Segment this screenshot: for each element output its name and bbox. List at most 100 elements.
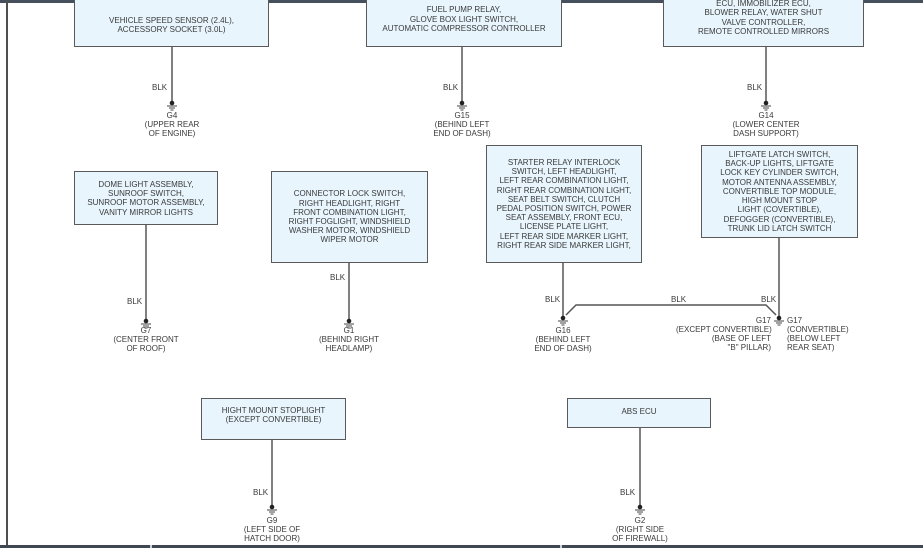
component-text-line: CONVERTIBLE TOP MODULE,	[722, 186, 837, 196]
ground-text-line: OF ENGINE)	[148, 129, 196, 138]
wire-g16-g17-jumper	[565, 304, 777, 316]
ground-text-line: G16	[555, 326, 571, 335]
ground-symbol-icon	[635, 504, 645, 515]
ground-text-line: G1	[343, 326, 355, 335]
ground-text-line: DASH SUPPORT)	[733, 129, 799, 138]
ground-text-line: (EXCEPT CONVERTIBLE)	[676, 325, 772, 334]
ground-text-line: (BELOW LEFT	[787, 334, 841, 343]
component-text-line: RIGHT REAR SIDE MARKER LIGHT,	[497, 240, 631, 250]
wire-color-label: BLK	[545, 295, 561, 304]
ground-symbol-icon	[774, 315, 784, 326]
component-text-line: SWITCH, LEFT HEADLIGHT,	[511, 167, 617, 177]
component-text-line: MOTOR ANTENNA ASSEMBLY,	[722, 177, 837, 187]
ground-text-line: G17	[755, 316, 771, 325]
component-text-line: RIGHT HEADLIGHT, RIGHT	[298, 198, 401, 208]
component-box: CONNECTOR LOCK SWITCH,RIGHT HEADLIGHT, R…	[271, 171, 428, 263]
wire-color-label: BLK	[127, 297, 143, 306]
component-text-line: WASHER MOTOR, WINDSHIELD	[288, 226, 411, 236]
component-text-line: ABS ECU	[621, 407, 657, 416]
component-text-line: FUEL PUMP RELAY,	[426, 5, 502, 15]
component-text-line: LICENSE PLATE LIGHT,	[519, 222, 609, 232]
component-text-line: AUTOMATIC COMPRESSOR CONTROLLER	[382, 23, 546, 33]
component-text-line: HIGH MOUNT STOP	[741, 196, 818, 206]
ground-text-line: (BEHIND LEFT	[535, 335, 591, 344]
component-text-line: SUNROOF MOTOR ASSEMBLY,	[87, 198, 205, 208]
wire-color-label: BLK	[761, 295, 777, 304]
component-text-line: BACK-UP LIGHTS, LIFTGATE	[725, 159, 834, 169]
component-box: FUEL PUMP RELAY,GLOVE BOX LIGHT SWITCH,A…	[366, 0, 562, 47]
component-text-line: DEFOGGER (CONVERTIBLE),	[723, 214, 836, 224]
component-text-line: WIPER MOTOR	[320, 235, 379, 245]
component-text-line: FRONT COMBINATION LIGHT,	[293, 207, 406, 217]
left-frame-line	[6, 0, 8, 548]
ground-text-line: (RIGHT SIDE	[615, 525, 665, 534]
ground-text-line: G15	[454, 111, 470, 120]
component-text-line: SEAT ASSEMBLY, FRONT ECU,	[505, 213, 623, 223]
ground-symbol-icon	[558, 315, 568, 326]
frame-divider	[150, 545, 152, 548]
ground-text-line: OF FIREWALL)	[612, 534, 668, 543]
frame-divider	[560, 545, 562, 548]
wire-color-label: BLK	[671, 295, 687, 304]
wire-color-label: BLK	[747, 83, 763, 92]
ground-text-line: (UPPER REAR	[144, 120, 200, 129]
component-box: ECU, IMMOBILIZER ECU,BLOWER RELAY, WATER…	[663, 0, 864, 47]
ground-symbol-icon	[141, 318, 151, 329]
component-text-line: LIFTGATE LATCH SWITCH,	[728, 150, 831, 160]
ground-text-line: G2	[634, 516, 646, 525]
ground-text-line: G9	[266, 516, 278, 525]
component-text-line: VANITY MIRROR LIGHTS	[99, 207, 193, 217]
component-text-line: VALVE CONTROLLER,	[721, 17, 806, 27]
wire-color-label: BLK	[253, 488, 269, 497]
ground-text-line: (BEHIND LEFT	[434, 120, 490, 129]
ground-text-line: "B" PILLAR)	[727, 343, 771, 352]
component-text-line: BLOWER RELAY, WATER SHUT	[704, 8, 823, 18]
ground-text-line: (BASE OF LEFT	[711, 334, 771, 343]
component-text-line: DOME LIGHT ASSEMBLY,	[98, 180, 194, 189]
ground-symbol-icon	[167, 100, 177, 111]
wire-color-label: BLK	[620, 488, 636, 497]
ground-text-line: (LOWER CENTER	[732, 120, 800, 129]
component-text-line: GLOVE BOX LIGHT SWITCH,	[409, 14, 519, 24]
component-text-line: SUNROOF SWITCH,	[108, 189, 184, 199]
ground-text-line: G4	[166, 111, 178, 120]
component-box: VEHICLE SPEED SENSOR (2.4L),ACCESSORY SO…	[74, 0, 269, 47]
ground-symbol-icon	[267, 504, 277, 515]
component-text-line: HIGHT MOUNT STOPLIGHT	[221, 406, 326, 415]
component-text-line: CONNECTOR LOCK SWITCH,	[293, 189, 406, 199]
ground-text-line: (BEHIND RIGHT	[319, 335, 379, 344]
component-text-line: ECU, IMMOBILIZER ECU,	[716, 0, 811, 9]
component-text-line: STARTER RELAY INTERLOCK	[507, 157, 621, 167]
ground-text-line: REAR SEAT)	[787, 343, 835, 352]
ground-text-line: G14	[758, 111, 774, 120]
component-text-line: RIGHT REAR COMBINATION LIGHT,	[496, 185, 632, 195]
component-text-line: SEAT BELT SWITCH, CLUTCH	[507, 194, 621, 204]
component-text-line: VEHICLE SPEED SENSOR (2.4L),	[109, 15, 234, 25]
ground-symbol-icon	[761, 100, 771, 111]
wire-color-label: BLK	[330, 273, 346, 282]
ground-symbol-icon	[344, 318, 354, 329]
ground-text-line: END OF DASH)	[433, 129, 491, 138]
component-text-line: PEDAL POSITION SWITCH, POWER	[496, 204, 632, 213]
component-box: ABS ECU	[567, 398, 711, 428]
component-text-line: LEFT REAR SIDE MARKER LIGHT,	[499, 231, 629, 241]
ground-symbol-icon	[457, 100, 467, 111]
ground-text-line: G17	[787, 316, 803, 325]
ground-text-line: G7	[140, 326, 152, 335]
component-text-line: (EXCEPT CONVERTIBLE)	[225, 415, 322, 425]
component-text-line: ACCESSORY SOCKET (3.0L)	[117, 24, 226, 34]
component-text-line: REMOTE CONTROLLED MIRRORS	[697, 26, 830, 36]
component-box: HIGHT MOUNT STOPLIGHT(EXCEPT CONVERTIBLE…	[201, 398, 346, 440]
ground-text-line: HEADLAMP)	[325, 344, 373, 353]
wire-color-label: BLK	[443, 83, 459, 92]
